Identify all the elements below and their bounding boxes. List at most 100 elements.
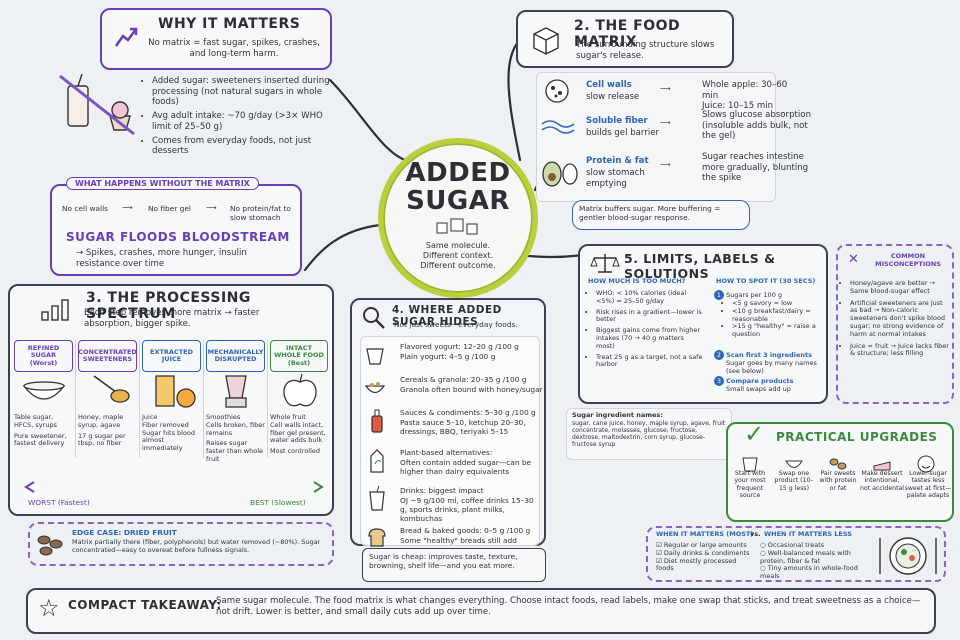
food-matrix-header: 2. THE FOOD MATRIX The surrounding struc…	[516, 10, 734, 68]
matrix-row-2-desc: builds gel barrier	[586, 128, 660, 138]
arrow-right-icon: ⟶	[122, 203, 133, 212]
arrow-right-icon: ⟶	[206, 203, 217, 212]
matrix-row-3-name: Protein & fat	[586, 156, 649, 166]
step-2-badge: 2	[714, 350, 724, 360]
limits-spot-2: 2 Scan first 3 ingredients Sugar goes by…	[714, 350, 826, 376]
edge-text: Matrix partially there (fiber, polypheno…	[72, 538, 321, 554]
check-icon: ✓	[744, 420, 765, 448]
limits-panel: 5. LIMITS, LABELS & SOLUTIONS HOW MUCH I…	[578, 244, 828, 404]
when-vs: vs.	[750, 530, 761, 538]
arrow-right-icon: ⟶	[660, 160, 671, 169]
center-node: ADDED SUGAR Same molecule. Different con…	[378, 138, 538, 298]
circle-icon: ○	[760, 548, 766, 557]
swap-bowl-icon	[785, 460, 803, 468]
col-smoothie-l3: Raises sugar faster than whole fruit	[206, 439, 263, 463]
limits-much-1: WHO: < 10% calories (ideal <5%) ≈ 25–50 …	[596, 289, 704, 306]
x-mark-icon: ✕	[848, 252, 859, 267]
center-sub-1: Same molecule.	[425, 241, 491, 250]
without-matrix-panel: WHAT HAPPENS WITHOUT THE MATRIX No cell …	[50, 177, 302, 276]
checkbox-checked-icon: ☑	[656, 548, 662, 557]
limits-spot-1-item-2: <10 g breakfast/dairy = reasonable	[732, 307, 826, 324]
miscon-list: Honey/agave are better → Same blood-suga…	[840, 279, 952, 359]
when-most-1-row: ☑ Regular or large amounts	[656, 541, 756, 550]
hides-items: Flavored yogurt: 12–20 g /100 g Plain yo…	[362, 340, 546, 554]
col-whole-l3: Most controlled	[270, 447, 321, 456]
miscon-item-3: Juice = fruit → Juice lacks fiber & stru…	[850, 342, 952, 359]
limits-spot-2-sub: Sugar goes by many names (see below)	[726, 359, 817, 375]
cup-icon	[742, 457, 758, 472]
without-title: WHAT HAPPENS WITHOUT THE MATRIX	[66, 177, 259, 190]
when-most-2: Daily drinks & condiments	[663, 548, 750, 557]
col-whole-l1: Whole fruit	[270, 413, 306, 421]
avocado-egg-icon	[542, 161, 578, 187]
sauce-bottle-icon	[371, 409, 383, 433]
limits-much-head: HOW MUCH IS TOO MUCH?	[588, 277, 686, 285]
hides-item-2-b: Granola often bound with honey/sugar	[400, 385, 543, 394]
upgrade-4: Make dessert intentional, not accidental	[860, 470, 905, 492]
when-most-list: ☑ Regular or large amounts ☑ Daily drink…	[656, 541, 756, 574]
limits-much-3: Biggest gains come from higher intakes (…	[596, 326, 704, 350]
without-step-1: No cell walls	[62, 204, 108, 213]
when-less-list: ○ Occasional treats ○ Well-balanced meal…	[760, 541, 870, 581]
why-bullet-3: Comes from everyday foods, not just dess…	[152, 136, 332, 157]
col-smoothie-l1: Smoothies	[206, 413, 241, 421]
col-juice-l1: Juice	[142, 413, 158, 421]
cereal-bowl-icon	[364, 382, 386, 394]
hides-item-6-a: Bread & baked goods: 0–5 g /100 g	[400, 526, 531, 535]
when-most-2-row: ☑ Daily drinks & condiments	[656, 548, 756, 558]
circle-icon: ○	[760, 564, 766, 573]
bar-chart-icon	[41, 299, 69, 321]
hides-item-2-a: Cereals & granola: 20–35 g /100 g	[400, 375, 527, 384]
blender-icon	[225, 375, 247, 408]
why-it-matters-panel: WHY IT MATTERS No matrix = fast sugar, s…	[100, 8, 332, 70]
honey-dipper-icon	[93, 375, 130, 403]
center-title-1: ADDED	[405, 158, 511, 188]
limits-much-list: WHO: < 10% calories (ideal <5%) ≈ 25–50 …	[586, 289, 704, 369]
when-matters-panel: WHEN IT MATTERS (MOST) vs. WHEN IT MATTE…	[646, 526, 946, 582]
cell-wall-icon	[545, 79, 569, 103]
hides-item-drinks: Drinks: biggest impact OJ ~9 g/100 ml, c…	[362, 484, 546, 524]
hides-title: 4. WHERE ADDED SUGAR HIDES	[392, 304, 502, 328]
col-juice-l3: Sugar hits blood almost immediately	[142, 428, 196, 453]
hides-item-1-b: Plain yogurt: 4–5 g /100 g	[400, 352, 496, 361]
sugar-bowl-icon	[22, 381, 66, 400]
limits-spot-3-title: Compare products	[726, 377, 794, 385]
processing-title: 3. THE PROCESSING SPECTRUM	[86, 290, 251, 322]
takeaway-text: Same sugar molecule. The food matrix is …	[216, 596, 921, 617]
limits-spot-1-title: Sugars per 100 g	[726, 291, 783, 299]
yogurt-icon	[366, 348, 384, 365]
col-head-concentrated: CONCENTRATED SWEETENERS	[78, 340, 137, 372]
misconceptions-panel: ✕ COMMON MISCONCEPTIONS Honey/agave are …	[836, 244, 954, 404]
limits-spot-1-item-1: <5 g savory = low	[732, 299, 826, 308]
when-most-3: Diet mostly processed foods	[656, 556, 737, 573]
miscon-item-2: Artificial sweeteners are just as bad → …	[850, 299, 952, 339]
hides-item-4-a: Plant-based alternatives:	[400, 448, 493, 457]
matrix-lead: The surrounding structure slows sugar's …	[576, 40, 715, 61]
upgrade-1: Start with your most frequent source	[734, 470, 766, 500]
matrix-title: 2. THE FOOD MATRIX	[574, 18, 681, 50]
why-lead: No matrix = fast sugar, spikes, crashes,…	[148, 38, 320, 59]
practical-upgrades-panel: ✓ PRACTICAL UPGRADES Start with your mos…	[726, 420, 954, 522]
col-refined-l2: Pure sweetener, fastest delivery	[14, 431, 67, 448]
center-sub-2: Different context.	[422, 250, 494, 260]
when-less-1: Occasional treats	[767, 541, 825, 549]
hides-item-5-b: OJ ~9 g/100 ml, coffee drinks 15–30 g, s…	[400, 496, 534, 524]
edge-title: EDGE CASE: DRIED FRUIT	[72, 528, 177, 537]
upgrade-2: Swap one product (10–15 g less)	[774, 470, 814, 492]
magnifier-icon	[363, 307, 385, 329]
sugar-names-head: Sugar ingredient names:	[572, 411, 663, 419]
plant-milk-icon	[370, 449, 384, 473]
when-less-1-row: ○ Occasional treats	[760, 541, 870, 550]
plate-fork-icon	[879, 537, 937, 575]
upgrade-5: Lower-sugar tastes less sweet at first—p…	[904, 470, 952, 500]
limits-spot-2-title: Scan first 3 ingredients	[726, 351, 812, 359]
col-concentrated-l2: 17 g sugar per tbsp, no fiber	[78, 431, 126, 448]
trend-up-icon	[114, 27, 138, 47]
matrix-row-1-effect: Whole apple: 30–60 min Juice: 10–15 min	[702, 80, 788, 112]
when-most-3-row: ☑ Diet mostly processed foods	[656, 556, 756, 574]
when-less-2-row: ○ Well-balanced meals with protein, fibe…	[760, 548, 870, 566]
spectrum-arrow	[24, 481, 324, 493]
miscon-item-1: Honey/agave are better → Same blood-suga…	[850, 279, 952, 296]
matrix-row-3-desc: slow stomach emptying	[586, 168, 645, 189]
upgrades-title: PRACTICAL UPGRADES	[776, 430, 938, 444]
